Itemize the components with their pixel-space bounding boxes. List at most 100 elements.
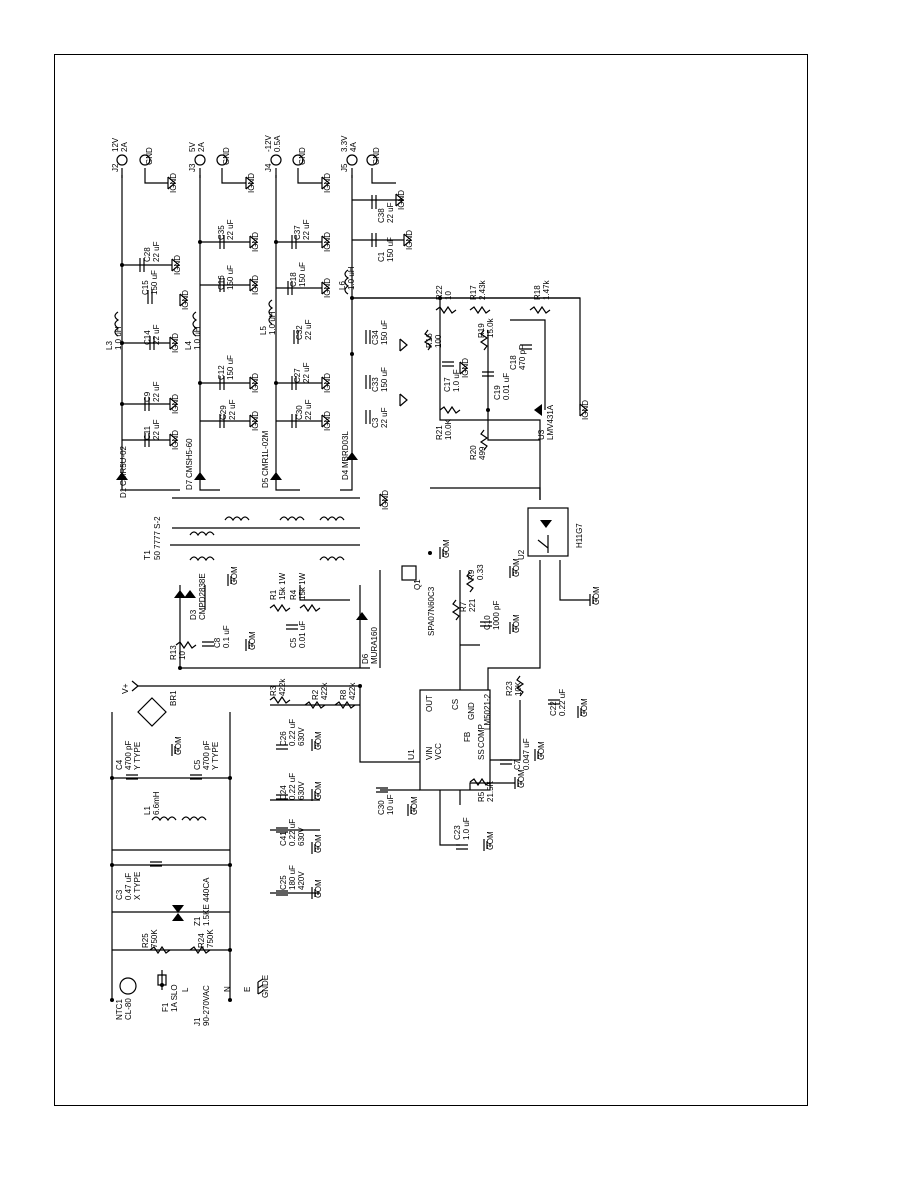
- r4-ref: R4: [289, 589, 298, 600]
- r22-ref: R22: [435, 285, 444, 300]
- j2-gnd: GND: [145, 147, 154, 165]
- svg-text:15.0k: 15.0k: [486, 317, 495, 338]
- svg-text:COM: COM: [537, 741, 546, 760]
- r21-resistor: [439, 405, 461, 415]
- svg-text:100: 100: [434, 334, 443, 348]
- ignd-symbols: IGND IGND IGND IGND IGND IGND IGND IGND …: [167, 173, 590, 510]
- c19-ref: C19: [493, 385, 502, 400]
- u1-pin-ss: SS: [477, 749, 486, 760]
- c7-cap: [500, 759, 512, 765]
- j1-pin-e: E: [243, 987, 252, 992]
- svg-text:10.0K: 10.0K: [444, 418, 453, 440]
- u3-ref: U3: [537, 429, 546, 440]
- svg-text:IGND: IGND: [171, 394, 180, 414]
- svg-text:IGND: IGND: [251, 232, 260, 252]
- r7-resistor: [451, 599, 461, 621]
- svg-text:MBRD03L: MBRD03L: [341, 431, 350, 468]
- r17-ref: R17: [469, 285, 478, 300]
- svg-text:422k: 422k: [320, 682, 329, 700]
- br1-ref: BR1: [169, 690, 178, 706]
- r3-ref: R3: [269, 685, 278, 696]
- t1-part: 50 7777 S-2: [153, 516, 162, 560]
- svg-text:2.43k: 2.43k: [478, 279, 487, 300]
- u1-pin-comp: COMP: [477, 724, 486, 748]
- svg-text:COM: COM: [230, 566, 239, 585]
- r23-ref: R23: [505, 681, 514, 696]
- r4-resistor: [299, 603, 321, 613]
- com-1: COM: [227, 566, 239, 586]
- svg-text:IGND: IGND: [405, 230, 414, 250]
- svg-text:COM: COM: [174, 736, 183, 755]
- svg-text:CL-80: CL-80: [124, 998, 133, 1020]
- svg-text:90-270VAC: 90-270VAC: [202, 985, 211, 1026]
- l1-ref: L1: [143, 806, 152, 815]
- d1-diode: [116, 472, 128, 480]
- u1-pin-fb: FB: [463, 732, 472, 742]
- svg-text:COM: COM: [517, 769, 526, 788]
- connector-j3: J3 5V 2A GND: [188, 142, 231, 172]
- svg-text:10K: 10K: [514, 681, 523, 696]
- u1-pin-vin: VIN: [425, 746, 434, 760]
- c30b-ref: C30: [295, 405, 304, 420]
- r24-resistor: [189, 945, 211, 955]
- svg-text:0.047 uF: 0.047 uF: [522, 738, 531, 770]
- d5-ref: D5: [261, 477, 270, 488]
- c30-cap: [376, 787, 388, 793]
- c41-ref: C41: [279, 831, 288, 846]
- r21-ref: R21: [435, 425, 444, 440]
- c3-cap: [150, 861, 162, 867]
- ignd-22: IGND: [579, 400, 590, 420]
- r1-resistor: [269, 603, 291, 613]
- c25-cap: [276, 890, 288, 896]
- r9-ref: R9: [467, 569, 476, 580]
- svg-text:22 uF: 22 uF: [302, 362, 311, 383]
- svg-text:COM: COM: [314, 834, 323, 853]
- c1-ref: C1: [377, 251, 386, 262]
- com-16: COM: [589, 586, 601, 606]
- junction-dots: [110, 240, 490, 1002]
- r5-resistor: [469, 777, 491, 787]
- c24-cap: [276, 794, 288, 800]
- c17-cap: [442, 361, 454, 367]
- r23-resistor: [515, 675, 525, 697]
- svg-text:0.01 uF: 0.01 uF: [502, 373, 511, 400]
- svg-text:COM: COM: [486, 831, 495, 850]
- r16-resistor: [423, 329, 433, 351]
- svg-text:COM: COM: [314, 879, 323, 898]
- j3-current: 2A: [197, 142, 206, 152]
- com-11: COM: [534, 741, 546, 761]
- j2-ref: J2: [111, 163, 120, 172]
- u2-part: H11G7: [575, 523, 584, 548]
- svg-text:1000 pF: 1000 pF: [492, 601, 501, 630]
- c4-ref: C4: [115, 759, 124, 770]
- svg-text:150 uF: 150 uF: [386, 237, 395, 262]
- svg-text:IGND: IGND: [397, 190, 406, 210]
- svg-text:0.47 uF: 0.47 uF: [124, 873, 133, 900]
- l1-choke: [151, 816, 207, 822]
- c5b-ref: C5: [289, 637, 298, 648]
- c8-ref: C8: [213, 637, 222, 648]
- output-connectors: J2 12V 2A GND J3 5V 2A GND J4 -12V 0.5A …: [111, 134, 381, 172]
- l5-ref: L5: [259, 326, 268, 335]
- r19-ref: R19: [477, 323, 486, 338]
- svg-text:0.01 uF: 0.01 uF: [298, 621, 307, 648]
- c27-ref: C27: [293, 368, 302, 383]
- svg-text:22 uF: 22 uF: [304, 319, 313, 340]
- r8-resistor: [334, 700, 356, 710]
- c12-ref: C12: [217, 365, 226, 380]
- ignd-3: IGND: [321, 173, 332, 193]
- j4-current: 0.5A: [273, 135, 282, 152]
- c35-ref: C35: [217, 225, 226, 240]
- c8-cap: [202, 641, 214, 647]
- svg-text:422k: 422k: [348, 682, 357, 700]
- l4-ref: L4: [184, 341, 193, 350]
- svg-text:IGND: IGND: [381, 490, 390, 510]
- j5-ref: J5: [340, 163, 349, 172]
- l6-inductor: [344, 269, 350, 295]
- svg-text:0.22 uF: 0.22 uF: [288, 773, 297, 800]
- c7-ref: C7: [513, 759, 522, 770]
